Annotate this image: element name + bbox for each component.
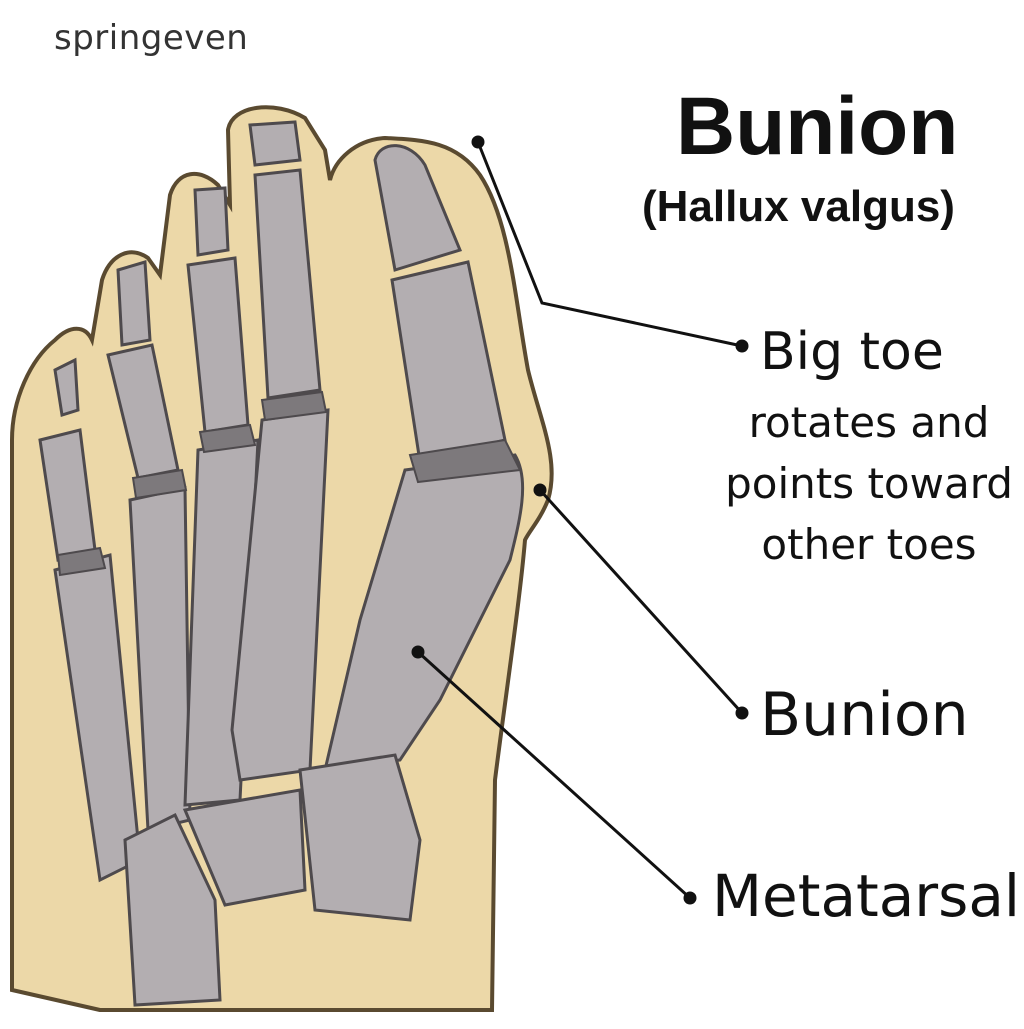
cuneiform-bone: [300, 755, 420, 920]
fourth-toe-bone: [118, 262, 150, 345]
leader-bunion: [540, 490, 742, 713]
label-big-toe: Big toe: [760, 322, 944, 382]
third-toe-bone: [195, 188, 228, 255]
label-big-toe-description: rotates and points toward other toes: [724, 392, 1014, 575]
diagram-subtitle: (Hallux valgus): [642, 182, 955, 232]
diagram-title: Bunion: [676, 80, 958, 174]
watermark-text: springeven: [54, 18, 248, 58]
second-toe-bone: [250, 122, 300, 165]
label-metatarsal: Metatarsal: [712, 862, 1020, 930]
label-bunion: Bunion: [760, 680, 969, 750]
